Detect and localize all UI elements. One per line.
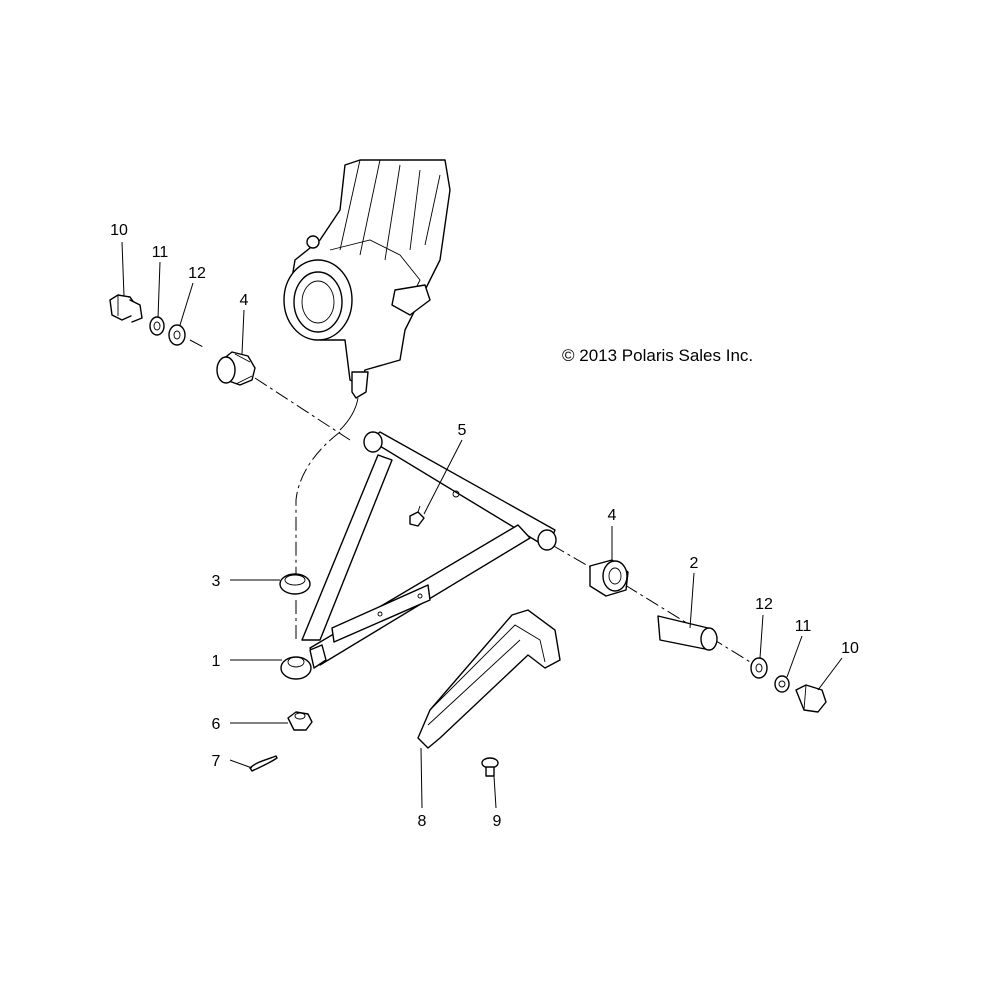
callout-12-right: 12 bbox=[755, 596, 773, 613]
callout-10-right: 10 bbox=[841, 640, 859, 657]
steering-knuckle bbox=[283, 159, 451, 431]
leader-lines bbox=[121, 241, 843, 809]
a-arm-guard bbox=[417, 609, 561, 749]
callout-6: 6 bbox=[212, 716, 221, 733]
callout-3: 3 bbox=[212, 573, 221, 590]
grease-fitting bbox=[409, 505, 425, 527]
pivot-sleeve bbox=[657, 615, 718, 651]
callout-labels: 10 11 12 4 5 4 2 12 11 10 3 1 6 7 8 9 bbox=[110, 222, 859, 830]
callout-8: 8 bbox=[418, 813, 427, 830]
a-arm bbox=[280, 431, 557, 680]
bolt-right bbox=[795, 684, 827, 713]
lock-washer-right bbox=[774, 675, 790, 693]
callout-10-left: 10 bbox=[110, 222, 128, 239]
callout-11-left: 11 bbox=[152, 244, 169, 261]
castle-nut bbox=[287, 711, 313, 731]
washer-left bbox=[168, 324, 186, 346]
cotter-pin bbox=[249, 755, 278, 772]
callout-9: 9 bbox=[493, 813, 502, 830]
bushing-right bbox=[589, 559, 629, 597]
lock-washer-left bbox=[149, 316, 165, 336]
callout-2: 2 bbox=[690, 555, 699, 572]
callout-4-right: 4 bbox=[608, 507, 617, 524]
callout-7: 7 bbox=[212, 753, 221, 770]
assembly-centerline-pivot bbox=[295, 431, 341, 640]
copyright-notice: © 2013 Polaris Sales Inc. bbox=[562, 346, 753, 365]
callout-5: 5 bbox=[458, 422, 467, 439]
washer-right bbox=[750, 657, 768, 679]
callout-11-right: 11 bbox=[795, 618, 812, 635]
ball-joint-boot bbox=[279, 573, 311, 595]
callout-4-left: 4 bbox=[240, 292, 249, 309]
guard-screw bbox=[481, 757, 499, 777]
callout-12-left: 12 bbox=[188, 265, 206, 282]
bushing-left bbox=[216, 351, 256, 386]
bolt-left bbox=[109, 294, 143, 323]
assembly-centerline-right bbox=[551, 544, 761, 669]
assembly-centerline-left bbox=[189, 339, 351, 441]
callout-1: 1 bbox=[212, 653, 221, 670]
